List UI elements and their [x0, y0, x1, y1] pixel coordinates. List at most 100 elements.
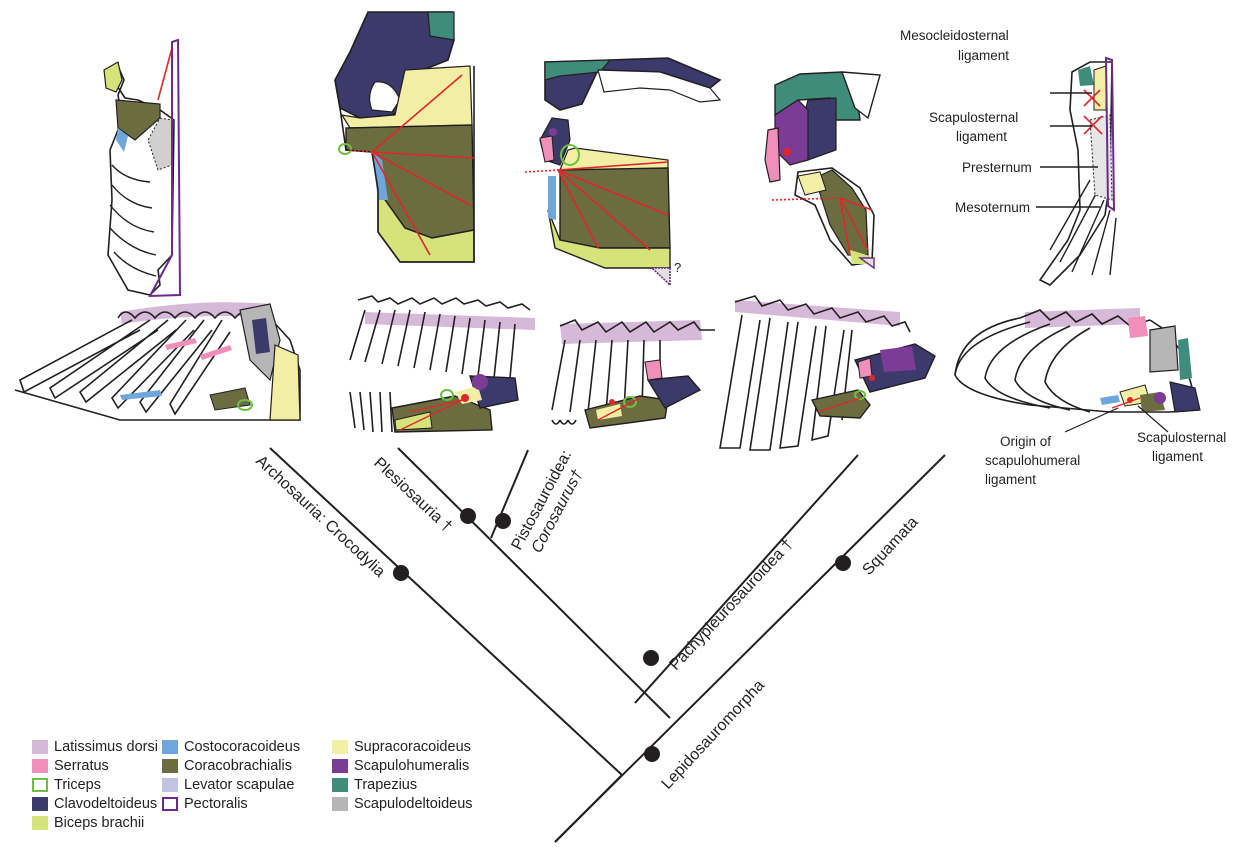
node-crocodylia: [393, 565, 409, 581]
uncertain-mark: ?: [674, 260, 681, 275]
squamata-girdle-illustration: Mesocleidosternal ligament Scapulosterna…: [900, 28, 1116, 285]
legend-item: Scapulohumeralis: [332, 757, 469, 775]
label-scapulosternal-line2: ligament: [956, 129, 1007, 144]
label-mesocleidosternal-line1: Mesocleidosternal: [900, 28, 1009, 43]
legend-item: Serratus: [32, 757, 109, 775]
clade-label-plesiosauria: Plesiosauria †: [370, 454, 455, 535]
legend-item: Clavodeltoideus: [32, 795, 157, 813]
legend-item: Pectoralis: [162, 795, 248, 813]
corosaurus-costocoracoideus: [548, 176, 556, 220]
pachy-scapulohumeralis-patch: [880, 346, 916, 372]
sauropterygia-branch: [398, 448, 670, 718]
plesiosauria-gastralia: [350, 392, 392, 432]
node-pachypleurosauroidea: [643, 650, 659, 666]
legend-label: Serratus: [54, 758, 109, 774]
lepidosauromorpha-branch: [555, 455, 945, 842]
legend-item: Trapezius: [332, 776, 417, 794]
legend-item: Coracobrachialis: [162, 757, 292, 775]
label-origin-line3: ligament: [985, 472, 1036, 487]
squamata-trapezius-patch: [1178, 338, 1192, 380]
squamata-supracoracoideus: [1094, 66, 1106, 110]
label-mesosternum: Mesoternum: [955, 200, 1030, 215]
plesiosauria-trapezius-area: [428, 12, 454, 40]
corosaurus-skeleton-red: [609, 399, 615, 405]
legend-swatch: [32, 816, 48, 830]
label-origin-line1: Origin of: [1000, 434, 1051, 449]
legend-swatch: [32, 740, 48, 754]
legend-swatch: [332, 740, 348, 754]
legend-label: Latissimus dorsi: [54, 739, 158, 755]
legend-item: Levator scapulae: [162, 776, 294, 794]
corosaurus-serratus-patch: [645, 360, 662, 380]
squamata-scapulodeltoid-patch: [1150, 326, 1178, 372]
squamata-scapulohumeralis-blob: [1154, 392, 1166, 404]
label-presternum: Presternum: [962, 160, 1032, 175]
squamata-skeleton: Origin of scapulohumeral ligament Scapul…: [955, 308, 1226, 487]
label-scapulosternal-line1: Scapulosternal: [929, 110, 1018, 125]
crocodylia-supracoracoid-block: [270, 345, 300, 420]
legend-label: Biceps brachii: [54, 815, 144, 831]
legend-swatch: [332, 797, 348, 811]
legend-swatch: [32, 797, 48, 811]
crocodylia-skeleton: [15, 302, 300, 420]
clade-label-lepidosauromorpha: Lepidosauromorpha: [658, 677, 768, 793]
label-scapulosternal-b-line2: ligament: [1152, 449, 1203, 464]
legend-item: Scapulodeltoideus: [332, 795, 473, 813]
corosaurus-skeleton: [552, 320, 715, 428]
legend-swatch: [32, 759, 48, 773]
squamata-ribs: [955, 322, 1090, 412]
pachy-red-attachment: [783, 148, 791, 156]
plesiosauria-girdle-illustration: [335, 12, 474, 262]
squamata-pointer-origin: [1065, 408, 1118, 432]
crocodylia-ligament-red: [158, 48, 172, 100]
legend-label: Scapulodeltoideus: [354, 796, 473, 812]
corosaurus-girdle-illustration: ?: [525, 58, 720, 285]
legend-item: Triceps: [32, 776, 101, 794]
legend-swatch: [162, 778, 178, 792]
legend-label: Pectoralis: [184, 796, 248, 812]
corosaurus-serratus-area: [540, 136, 554, 162]
plesiosauria-red-attachment: [461, 394, 469, 402]
crocodylia-girdle-illustration: [104, 40, 180, 296]
legend-label: Costocoracoideus: [184, 739, 300, 755]
legend-swatch: [162, 759, 178, 773]
legend-swatch: [162, 797, 178, 811]
legend-swatch: [32, 778, 48, 792]
label-origin-line2: scapulohumeral: [985, 453, 1080, 468]
legend-item: Latissimus dorsi: [32, 738, 158, 756]
legend-label: Levator scapulae: [184, 777, 294, 793]
corosaurus-coracobrachialis: [560, 168, 670, 248]
pachy-ribs: [720, 315, 852, 450]
clade-label-crocodylia: Archosauria: Crocodylia: [252, 452, 388, 580]
legend-swatch: [162, 740, 178, 754]
pachypleurosauroidea-girdle-illustration: [765, 72, 880, 268]
corosaurus-gastralia: [552, 420, 576, 424]
corosaurus-sternal-wedge: [652, 268, 670, 285]
legend-item: Biceps brachii: [32, 814, 144, 832]
legend-swatch: [332, 778, 348, 792]
pachy-serratus-skeleton: [858, 358, 872, 378]
plesiosauria-skeleton: [350, 296, 535, 432]
node-squamata: [835, 555, 851, 571]
crocodylia-costocoracoid-stripe: [120, 390, 162, 400]
legend-label: Clavodeltoideus: [54, 796, 157, 812]
squamata-costocoracoid-stripe: [1100, 395, 1120, 405]
clade-label-squamata: Squamata: [859, 514, 921, 579]
squamata-clavodeltoid-patch: [1170, 382, 1200, 412]
legend-label: Scapulohumeralis: [354, 758, 469, 774]
legend-label: Trapezius: [354, 777, 417, 793]
legend-item: Supracoracoideus: [332, 738, 471, 756]
plesiosauria-vertebral-column: [358, 296, 530, 310]
corosaurus-dotted-line: [525, 170, 558, 172]
legend-label: Triceps: [54, 777, 101, 793]
pachypleurosauroidea-skeleton: [720, 296, 935, 450]
plesiosauria-scapulohumeralis-blob: [472, 374, 488, 390]
pachy-serratus: [765, 128, 780, 182]
legend-label: Supracoracoideus: [354, 739, 471, 755]
squamata-serratus-patch: [1128, 316, 1148, 338]
pachy-red-attach-skeleton: [869, 375, 875, 381]
clade-label-pachypleurosauroidea: Pachypleurosauroidea †: [666, 536, 796, 674]
legend-swatch: [332, 759, 348, 773]
